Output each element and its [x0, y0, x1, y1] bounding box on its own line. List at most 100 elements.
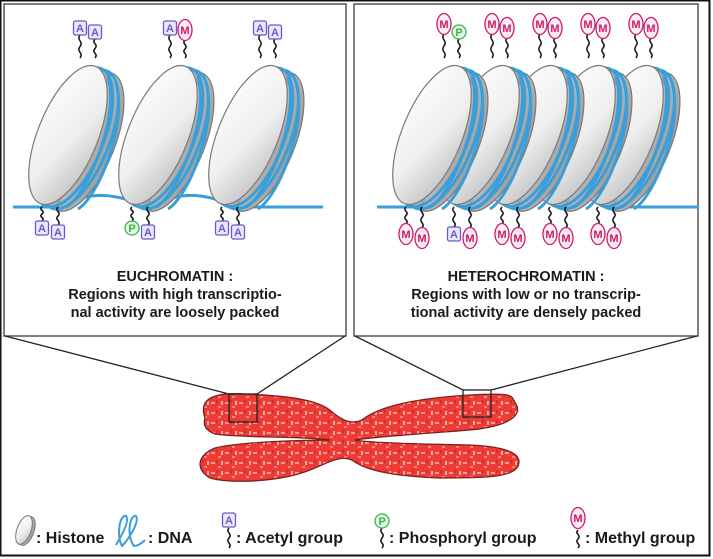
tail-squiggle	[634, 33, 638, 59]
tail-squiggle	[380, 527, 384, 549]
histone-front	[208, 64, 288, 206]
tail-squiggle	[596, 206, 600, 225]
euchromatin-nucleosome-2	[118, 64, 215, 212]
tag-letter: M	[631, 19, 640, 31]
modification-tag-A: A	[252, 20, 268, 36]
tag-letter: A	[450, 229, 458, 241]
tail-squiggle	[564, 206, 568, 229]
dna-legend-icon	[115, 515, 146, 548]
tail-squiggle	[548, 206, 552, 225]
dna-wrap-front	[257, 82, 301, 211]
tag-letter: M	[593, 229, 602, 241]
modification-tag-M: M	[547, 16, 563, 40]
tail-squiggle	[490, 33, 494, 59]
modification-tag-A: A	[267, 24, 283, 40]
dna-wrap-front	[245, 76, 293, 209]
dna-wrap-front	[585, 82, 629, 211]
tag-letter: M	[439, 19, 448, 31]
dna-wrap-front	[155, 76, 203, 209]
tag-letter: M	[180, 25, 189, 37]
dna-wrap-front	[429, 76, 477, 209]
tag-letter: M	[497, 229, 506, 241]
histone-legend-icon	[15, 515, 36, 546]
euchromatin-nucleosome-1	[28, 64, 125, 212]
phosphoryl-legend-icon: P	[374, 513, 390, 549]
heterochromatin-desc-line2: tional activity are densely packed	[410, 305, 642, 321]
tag-letter: A	[234, 227, 242, 239]
euchromatin-nucleosome-3	[208, 64, 305, 212]
tag-letter: A	[166, 23, 174, 35]
tag-letter: M	[561, 233, 570, 245]
legend-dna-label: : DNA	[148, 530, 193, 547]
tag-letter: A	[38, 223, 46, 235]
modification-tag-M: M	[494, 222, 510, 246]
dna-wrap-front	[477, 76, 525, 209]
heterochromatin-region-box	[462, 389, 492, 418]
modification-tag-M: M	[510, 226, 526, 250]
tail-squiggle	[183, 39, 187, 59]
tag-letter: M	[609, 233, 618, 245]
histone-front	[28, 64, 108, 206]
phosphoryl-legend-tag: P	[374, 513, 390, 529]
tail-squiggle	[649, 37, 653, 59]
tail-squiggle	[468, 206, 472, 229]
tail-squiggle	[404, 206, 408, 225]
euchromatin-region-box	[228, 393, 258, 423]
tail-squiggle	[236, 206, 240, 226]
modification-tag-A: A	[446, 226, 462, 242]
modification-tag-A: A	[87, 24, 103, 40]
euchromatin-desc-line1: Regions with high transcriptio-	[68, 287, 282, 303]
histone-front	[392, 64, 472, 206]
tail-squiggle	[56, 206, 60, 226]
modification-tag-A: A	[214, 220, 230, 236]
dna-wrap-front	[77, 82, 121, 211]
modification-tag-M: M	[595, 16, 611, 40]
tail-squiggle	[40, 206, 44, 222]
modification-tag-M: M	[558, 226, 574, 250]
tail-squiggle	[538, 33, 542, 59]
tail-squiggle	[601, 37, 605, 59]
tag-letter: P	[128, 223, 135, 235]
modification-tag-A: A	[140, 224, 156, 240]
tag-letter: M	[535, 19, 544, 31]
zoom-connectors	[4, 335, 698, 395]
tag-letter: M	[545, 229, 554, 241]
tag-letter: M	[573, 513, 582, 525]
acetyl-legend-icon: A	[221, 512, 237, 549]
tail-squiggle	[516, 206, 520, 229]
tail-squiggle	[146, 206, 150, 226]
legend-acetyl-label: : Acetyl group	[236, 530, 343, 547]
tail-squiggle	[586, 33, 590, 59]
tail-squiggle	[273, 38, 277, 59]
dna-wrap-front	[633, 82, 677, 211]
tag-letter: A	[271, 27, 279, 39]
legend-histone-label: : Histone	[36, 530, 105, 547]
legend-methyl-label: : Methyl group	[585, 530, 696, 547]
modification-tag-M: M	[436, 12, 452, 36]
modification-tag-A: A	[50, 224, 66, 240]
tail-squiggle	[420, 206, 424, 229]
tail-squiggle	[452, 206, 456, 228]
tag-letter: M	[417, 233, 426, 245]
tail-squiggle	[78, 34, 82, 59]
tag-letter: A	[54, 227, 62, 239]
dna-wrap-front	[167, 82, 211, 211]
tail-squiggle	[258, 34, 262, 59]
tag-letter: M	[502, 23, 511, 35]
tail-squiggle	[500, 206, 504, 225]
modification-tag-M: M	[414, 226, 430, 250]
dna-wrap-front	[489, 82, 533, 211]
heterochromatin-title: HETEROCHROMATIN :	[447, 269, 605, 285]
modification-tag-A: A	[72, 20, 88, 36]
